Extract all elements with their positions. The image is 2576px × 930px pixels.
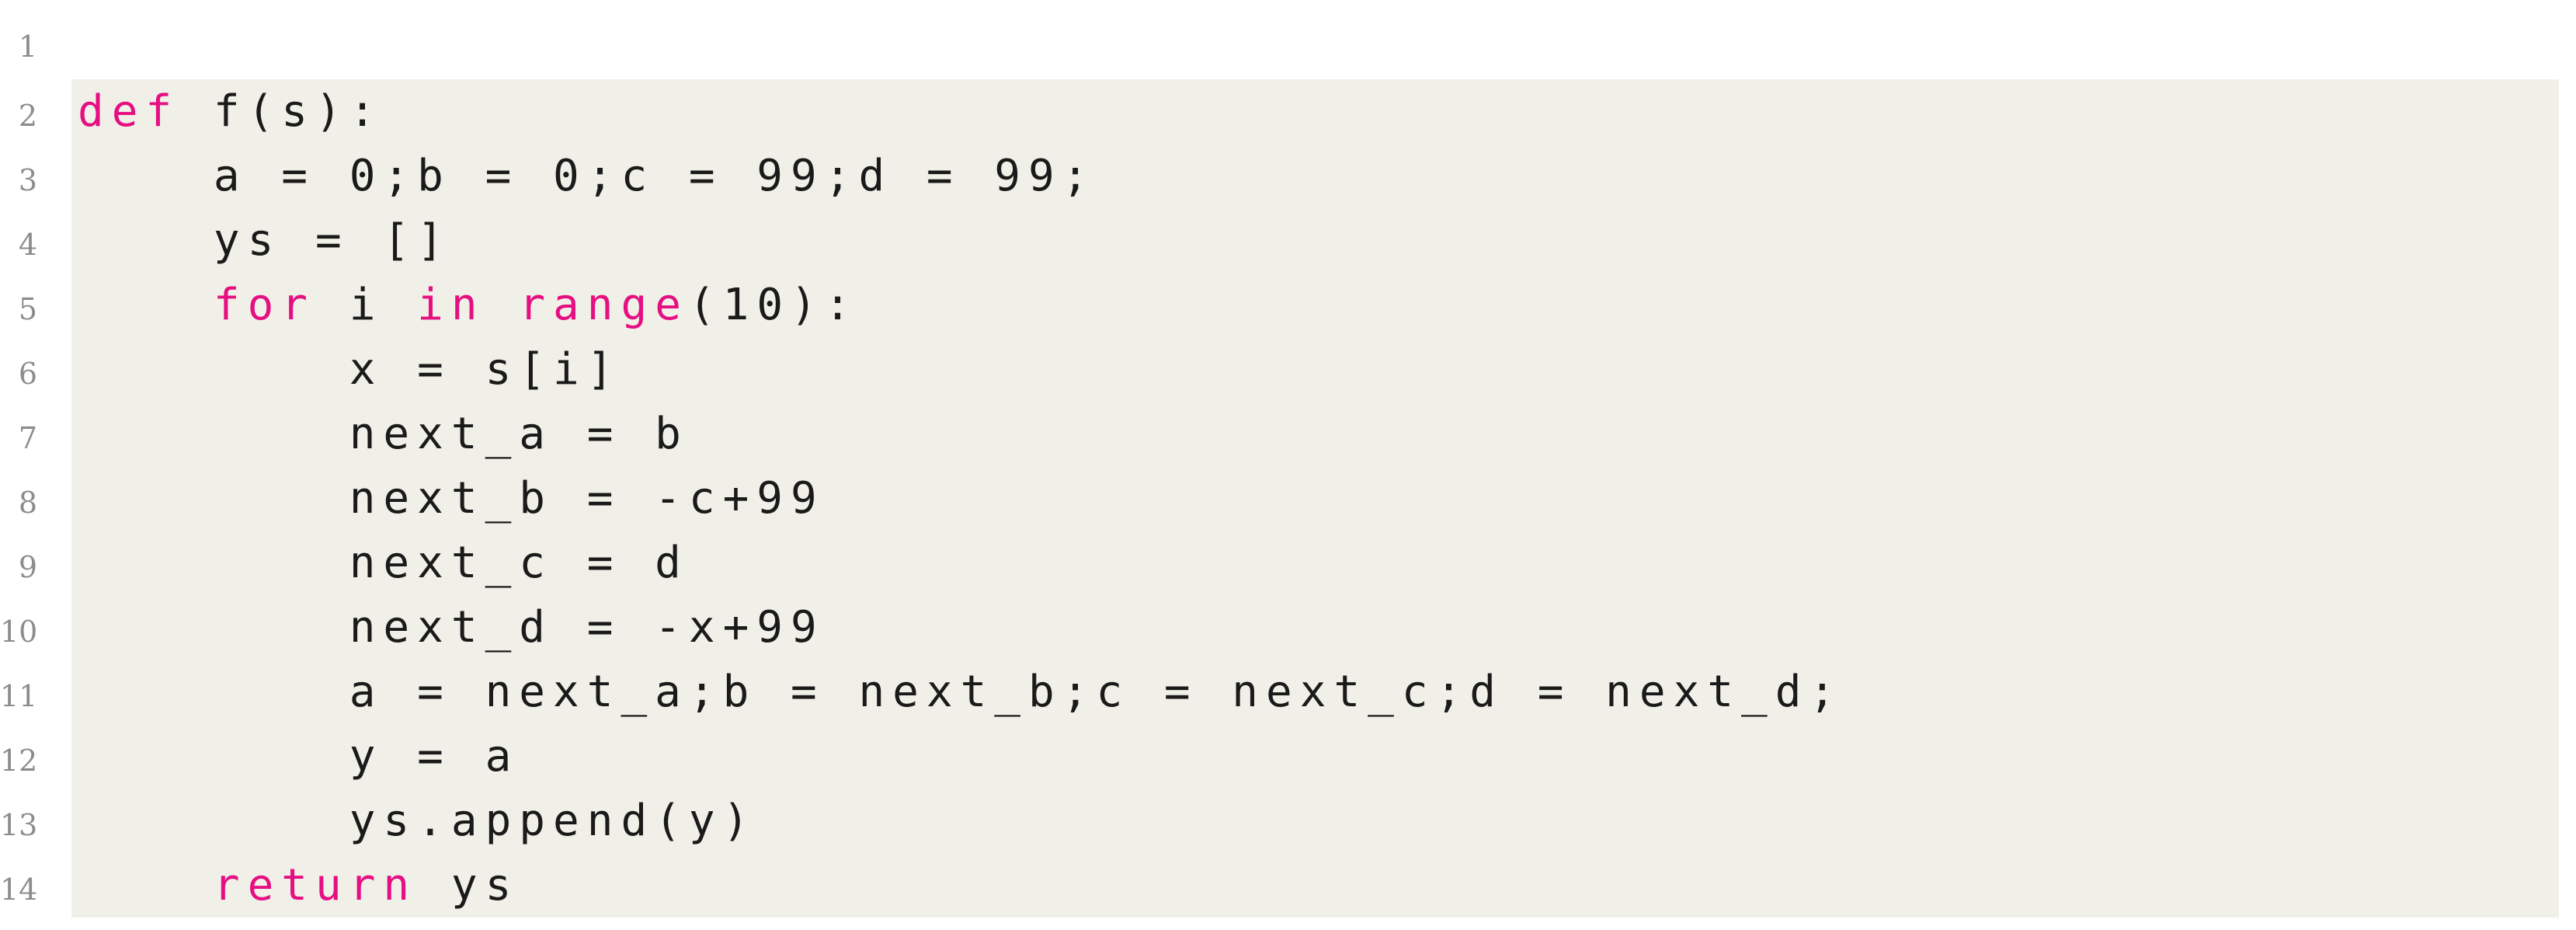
code-token: a = 0;b = 0;c = 99;d = 99;: [78, 151, 1097, 201]
code-text: x = s[i]: [71, 337, 2559, 402]
code-token: y = a: [78, 731, 520, 782]
code-token: next_d = -x+99: [78, 602, 825, 653]
line-number: 4: [0, 213, 71, 277]
code-line: 12 y = a: [0, 724, 2559, 793]
keyword-token: range: [519, 280, 689, 330]
line-number: 6: [0, 342, 71, 406]
code-token: i: [315, 280, 418, 330]
code-text: return ys: [71, 853, 2559, 918]
code-token: ys = []: [78, 215, 451, 266]
code-text: next_b = -c+99: [71, 466, 2559, 531]
code-token: ys: [417, 860, 520, 911]
line-number: 11: [0, 664, 71, 729]
code-text: a = next_a;b = next_b;c = next_c;d = nex…: [71, 660, 2559, 724]
code-line: 11 a = next_a;b = next_b;c = next_c;d = …: [0, 660, 2559, 729]
code-text: ys = []: [71, 208, 2559, 273]
code-text: next_d = -x+99: [71, 595, 2559, 660]
line-number: 14: [0, 858, 71, 922]
line-number: 2: [0, 84, 71, 148]
code-text: a = 0;b = 0;c = 99;d = 99;: [71, 144, 2559, 208]
code-line: 10 next_d = -x+99: [0, 595, 2559, 664]
code-line: 4 ys = []: [0, 208, 2559, 277]
line-number: 10: [0, 600, 71, 664]
code-line: 9 next_c = d: [0, 531, 2559, 600]
code-token: next_b = -c+99: [78, 473, 825, 524]
code-line: 5 for i in range(10):: [0, 273, 2559, 342]
keyword-token: in: [417, 280, 485, 330]
line-number: 5: [0, 277, 71, 342]
keyword-token: return: [213, 860, 418, 911]
code-line: 6 x = s[i]: [0, 337, 2559, 406]
code-text: next_a = b: [71, 402, 2559, 466]
line-number: 13: [0, 793, 71, 858]
line-number: 12: [0, 729, 71, 793]
code-token: (10):: [688, 280, 859, 330]
code-token: next_a = b: [78, 409, 689, 459]
code-line: 1: [0, 15, 2559, 79]
code-token: next_c = d: [78, 538, 689, 588]
line-number: 1: [0, 15, 71, 79]
code-line: 14 return ys: [0, 853, 2559, 922]
code-line: 7 next_a = b: [0, 402, 2559, 471]
code-token: ys.append(y): [78, 796, 757, 846]
line-number: 9: [0, 535, 71, 600]
code-line: 13 ys.append(y): [0, 789, 2559, 858]
code-text: for i in range(10):: [71, 273, 2559, 337]
code-text: y = a: [71, 724, 2559, 789]
keyword-token: for: [213, 280, 316, 330]
keyword-token: def: [78, 86, 180, 137]
code-text: def f(s):: [71, 79, 2559, 144]
code-token: f(s):: [179, 86, 384, 137]
code-token: a = next_a;b = next_b;c = next_c;d = nex…: [78, 667, 1844, 717]
line-number: 7: [0, 406, 71, 471]
code-text: ys.append(y): [71, 789, 2559, 853]
code-token: x = s[i]: [78, 344, 621, 395]
code-line: 8 next_b = -c+99: [0, 466, 2559, 535]
code-line: 3 a = 0;b = 0;c = 99;d = 99;: [0, 144, 2559, 213]
code-text: next_c = d: [71, 531, 2559, 595]
line-number: 8: [0, 471, 71, 535]
line-number: 3: [0, 148, 71, 213]
code-token: [78, 860, 214, 911]
code-token: [78, 280, 214, 330]
code-token: [485, 280, 520, 330]
